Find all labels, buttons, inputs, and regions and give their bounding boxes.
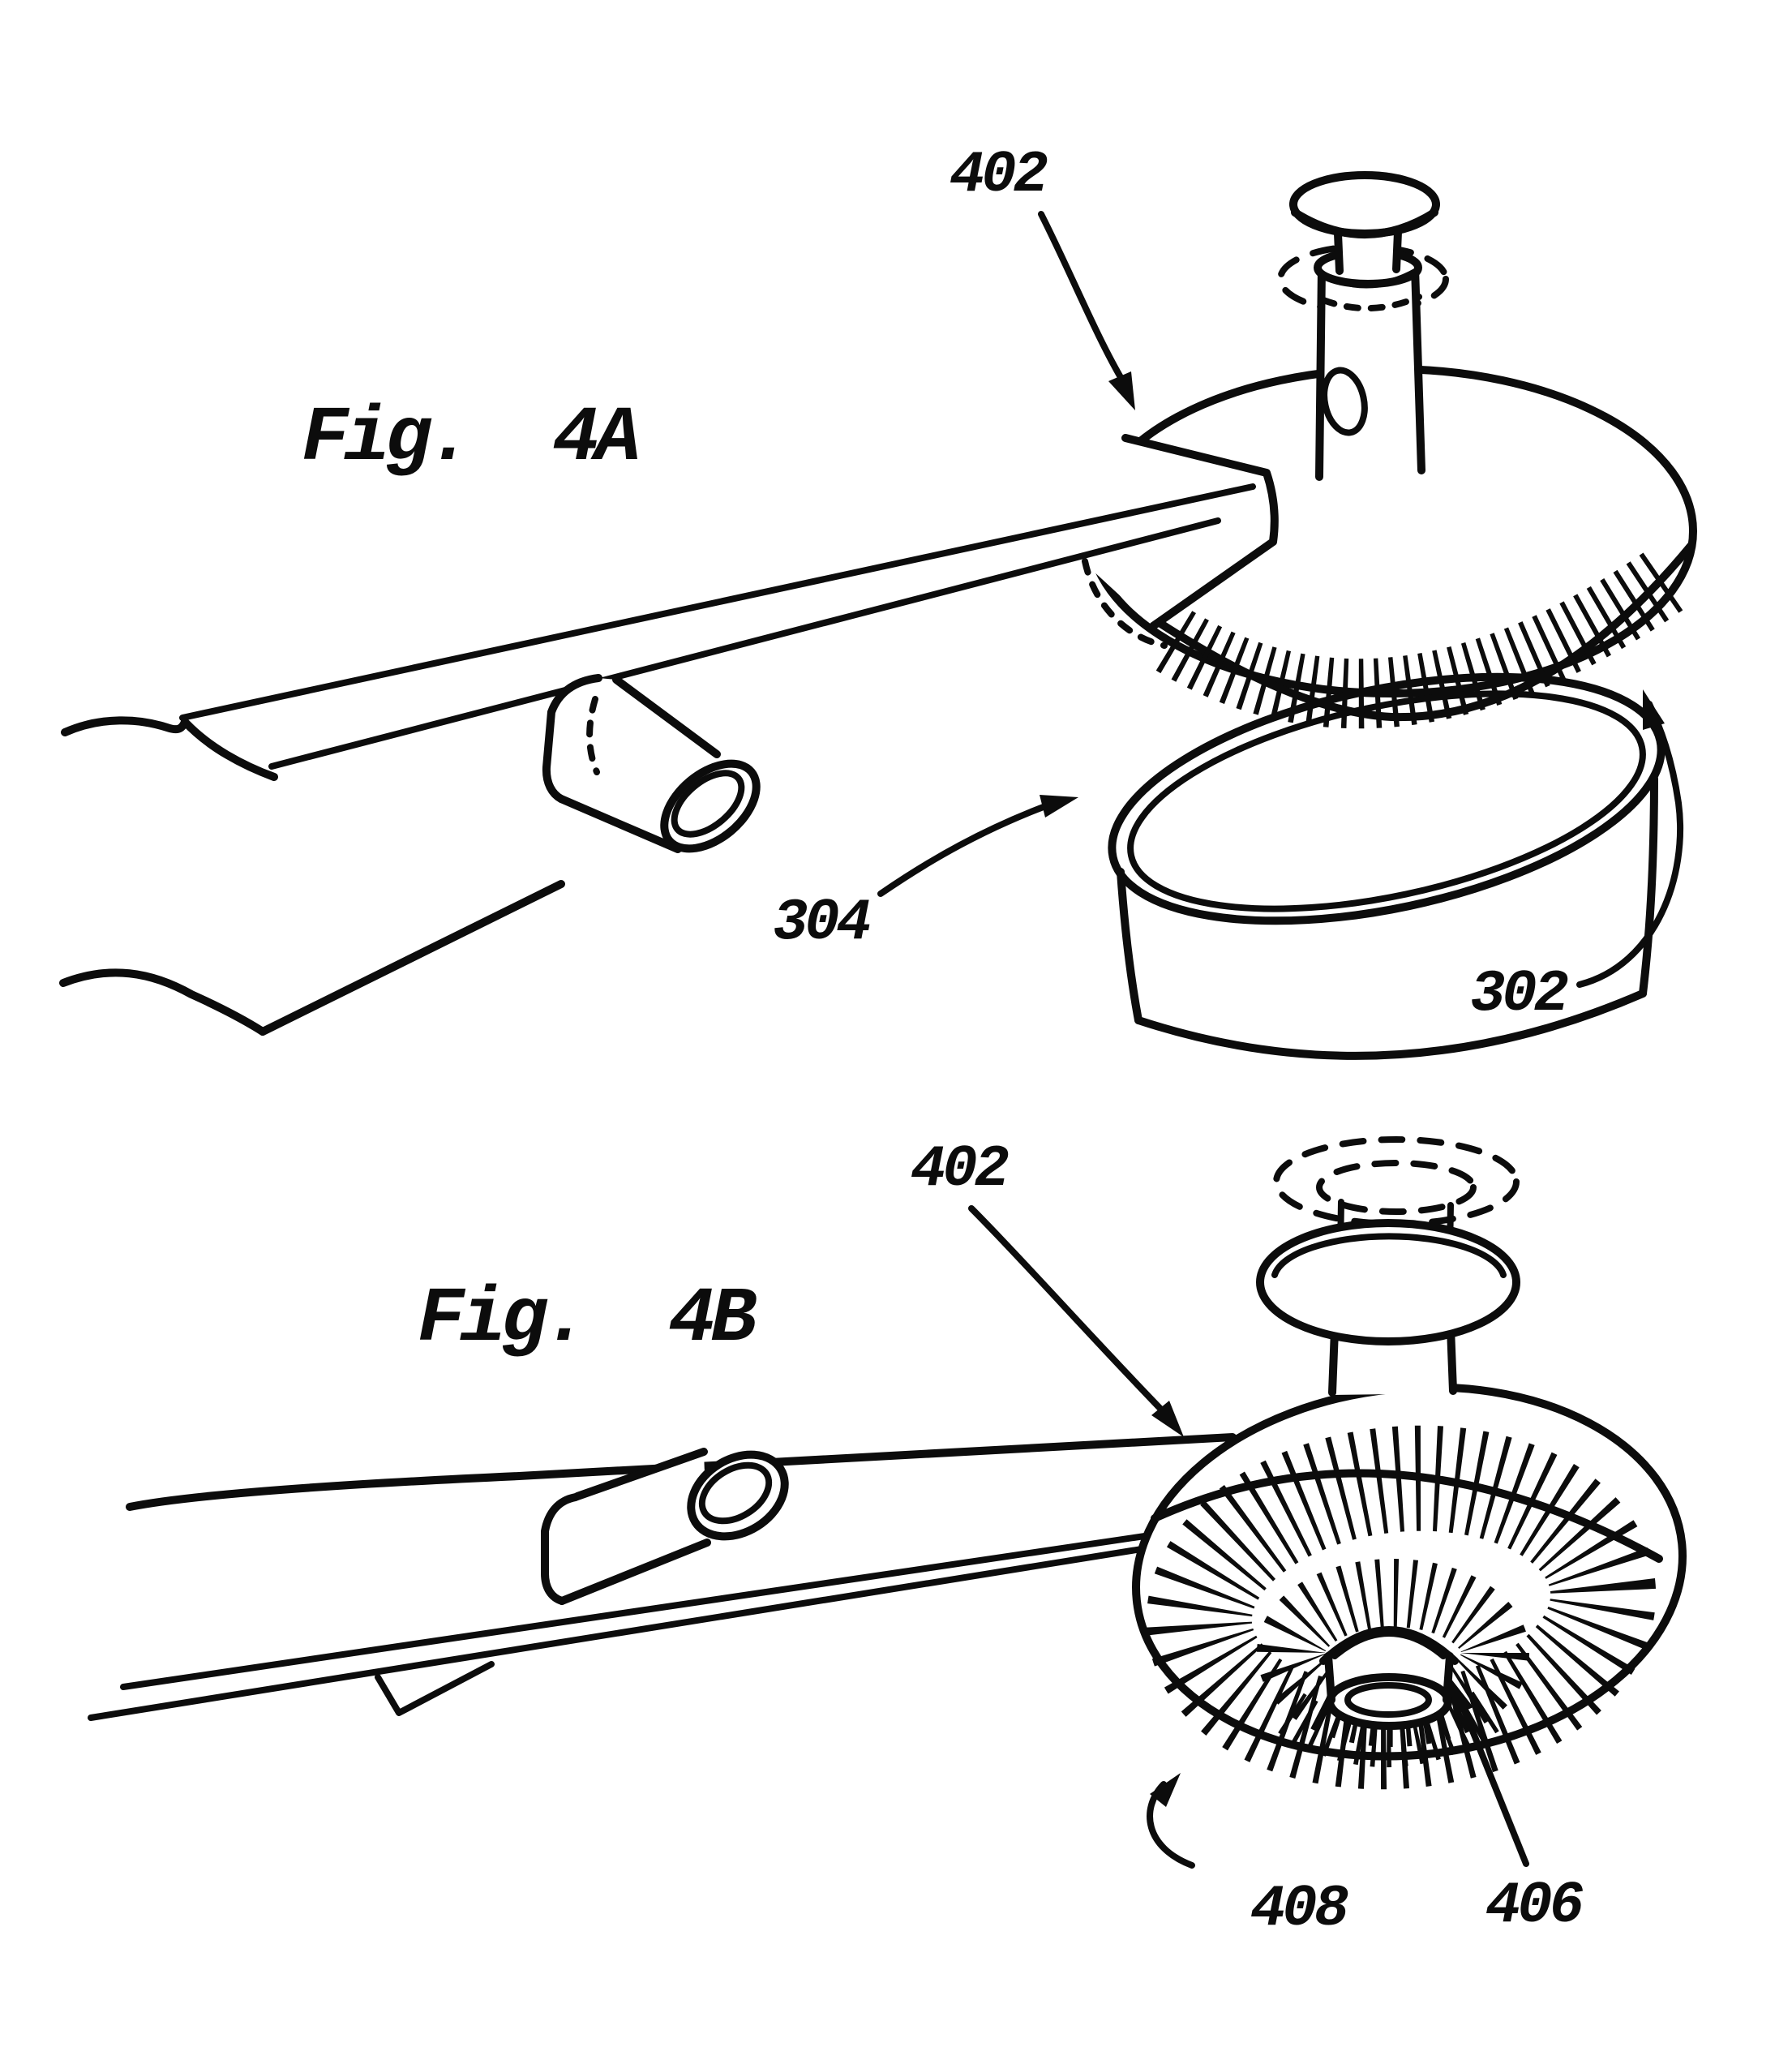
fig4b-hub-opening-inner [1344, 1682, 1432, 1718]
fig4a-neck-fill [1336, 230, 1400, 273]
fig4a-callout-302: 302 [1470, 689, 1684, 1028]
fig4b-cone-tube [541, 1448, 789, 1605]
fig4a-callout-304: 304 [773, 795, 1078, 956]
fig4a-cup-rim-outer [1108, 672, 1666, 925]
fig4a-label-304: 304 [773, 890, 869, 956]
fig4a-arrow-302-head [1643, 689, 1665, 730]
fig4b-arrow-402-head [1151, 1401, 1184, 1437]
fig4a-cup-rim-inner [1127, 690, 1646, 912]
fig4a-arrow-304-shaft [877, 802, 1051, 897]
fig4a-rod [179, 483, 1256, 770]
fig4b-arrow-406-shaft [1455, 1693, 1529, 1867]
fig4a-arrow-402-head [1108, 371, 1135, 410]
fig4b-callout-402: 402 [911, 1136, 1184, 1437]
fig4a-arrow-402-shaft [1038, 211, 1127, 386]
fig4b: Fig. 4B [88, 1136, 1687, 1942]
fig4a-knob [1277, 171, 1449, 481]
fig4b-cone-top-edge [573, 1448, 708, 1500]
fig4b-handle-arm [88, 1433, 1237, 1721]
fig4a-cone-tube [542, 674, 761, 853]
fig4a-cap-lip [1291, 208, 1438, 238]
fig4b-knob [1256, 1136, 1520, 1345]
fig4b-hub-opening-outer [1326, 1673, 1452, 1730]
fig4a-neck-right-edge [1392, 228, 1402, 273]
fig4a-label-402: 402 [950, 142, 1047, 208]
fig4b-callout-406: 406 [1450, 1677, 1587, 1939]
fig4b-title: Fig. 4B [418, 1275, 757, 1363]
fig4b-callout-408: 408 [1147, 1773, 1352, 1942]
fig4a-post-right-edge [1411, 264, 1425, 474]
fig4b-hub-cap-inner [1331, 1630, 1447, 1659]
fig4a-cone-mouth-inner [671, 770, 745, 838]
fig4b-arrow-408-head [1150, 1773, 1181, 1807]
fig4b-bristles-bottom-fringe [1278, 1686, 1507, 1768]
fig4a-cone-hidden-edge-dashed [586, 696, 600, 775]
fig4b-label-406: 406 [1485, 1873, 1583, 1939]
fig4a-post-hole [1321, 367, 1368, 436]
fig4b-arm-upper-line [126, 1433, 1237, 1511]
fig4a-post-hidden-dashes [1320, 294, 1422, 311]
fig4a: Fig. 4A [59, 142, 1697, 1060]
fig4b-bristles-inner-ring [1257, 1559, 1529, 1747]
fig4b-cap-top-face [1271, 1233, 1507, 1278]
fig4a-neck-left-edge [1334, 230, 1344, 275]
fig4a-sleeve-lower-edge [259, 880, 565, 1036]
fig4a-disc-hidden-edge-dashed [1082, 558, 1168, 649]
fig4a-cup-left-wall [1117, 868, 1143, 1024]
fig4b-cone-fill [545, 1452, 707, 1601]
fig4a-label-302: 302 [1470, 961, 1567, 1028]
fig4a-cone-mouth-outer [660, 759, 761, 853]
fig4b-brush-disc [1132, 1383, 1687, 1790]
fig4b-rod-upper-line [120, 1520, 1236, 1690]
fig4b-rotation-dashes-inner [1316, 1160, 1477, 1215]
fig4a-post-fill [1319, 268, 1421, 477]
fig4a-bristle-fringe [1155, 548, 1689, 729]
fig4a-disc-notch-edges [1121, 434, 1279, 630]
fig4b-arrow-406-head [1450, 1677, 1473, 1715]
fig4b-cone-bottom-edge [558, 1539, 711, 1605]
fig4b-cone-mouth-outer [687, 1450, 789, 1541]
fig4b-cone-mouth-inner [698, 1461, 773, 1525]
fig4b-arrow-402-shaft [968, 1205, 1168, 1416]
fig4a-callout-402: 402 [950, 142, 1135, 410]
fig4b-cap-outline [1256, 1219, 1520, 1345]
fig4a-cup-bottom-edge [1134, 989, 1647, 1060]
fig4b-stem-left-edge [1328, 1326, 1339, 1397]
fig4a-break-dip [181, 718, 278, 781]
fig4b-cone-left-edge [541, 1493, 580, 1605]
fig4b-rod-lower-line [88, 1531, 1236, 1721]
fig4a-break-line-lower [59, 968, 267, 1036]
fig4a-arrow-302-shaft [1576, 701, 1684, 988]
fig4b-label-402: 402 [911, 1136, 1008, 1203]
fig4b-rod-break-wedge [375, 1661, 495, 1716]
fig4b-bristles-outer-ring [1146, 1425, 1657, 1790]
fig4a-cone-left-edge [542, 674, 602, 803]
fig4a-base-cup [1108, 672, 1666, 1060]
fig4b-rotation-dashes-outer [1273, 1136, 1520, 1227]
fig4a-title: Fig. 4A [302, 394, 637, 483]
fig4a-cone-top-edge [612, 676, 721, 758]
fig4b-label-408: 408 [1250, 1876, 1348, 1942]
fig4a-collar-lip [1316, 268, 1420, 289]
fig4b-stem-right-edge [1447, 1324, 1457, 1395]
fig4a-cup-right-wall [1639, 775, 1658, 998]
fig4a-rod-lower-line [268, 517, 1221, 770]
fig4a-cone-bottom-edge [557, 795, 682, 853]
fig4a-break-line-upper [61, 716, 189, 736]
fig4a-rod-upper-line [179, 483, 1256, 721]
fig4a-handle-arm [59, 716, 565, 1036]
fig4a-arrow-304-head [1040, 795, 1078, 818]
